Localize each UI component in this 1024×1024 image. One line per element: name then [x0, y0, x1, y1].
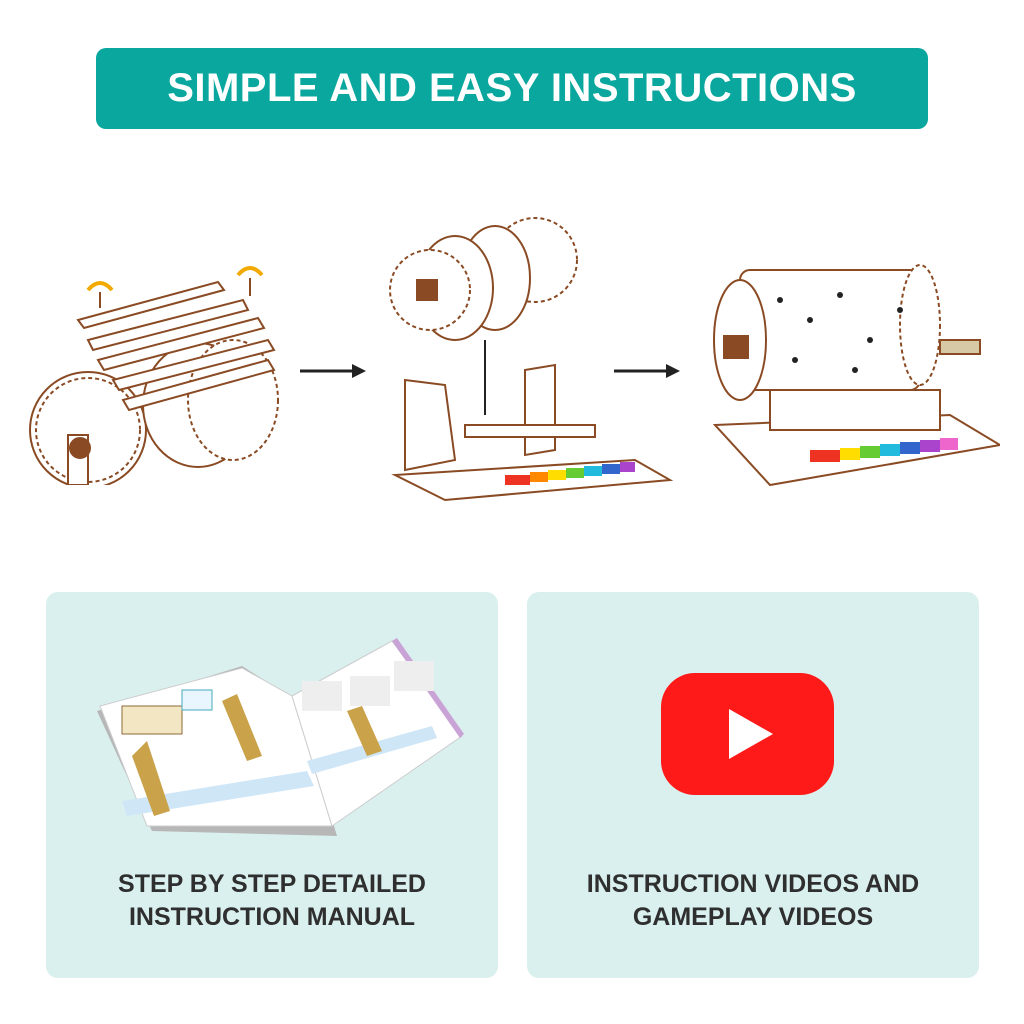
instruction-booklet	[97, 638, 464, 836]
completed-music-box-step-3	[712, 264, 1000, 487]
title-banner: SIMPLE AND EASY INSTRUCTIONS	[96, 48, 928, 129]
youtube-play-icon[interactable]	[661, 673, 834, 795]
page-title: SIMPLE AND EASY INSTRUCTIONS	[167, 66, 857, 110]
right-arrow-icon	[614, 364, 680, 378]
card-label-line-2: GAMEPLAY VIDEOS	[632, 903, 874, 931]
instruction-videos-card: INSTRUCTION VIDEOS AND GAMEPLAY VIDEOS	[527, 592, 979, 978]
card-label: INSTRUCTION VIDEOS AND GAMEPLAY VIDEOS	[527, 868, 979, 934]
gear-assembly-step-1	[29, 266, 279, 485]
instruction-manual-card: STEP BY STEP DETAILED INSTRUCTION MANUAL	[46, 592, 498, 978]
card-label: STEP BY STEP DETAILED INSTRUCTION MANUAL	[46, 868, 498, 934]
drum-assembly-step-2	[389, 217, 674, 502]
card-label-line-1: STEP BY STEP DETAILED	[118, 870, 426, 898]
right-arrow-icon	[300, 364, 366, 378]
card-label-line-1: INSTRUCTION VIDEOS AND	[586, 870, 920, 898]
card-label-line-2: INSTRUCTION MANUAL	[128, 903, 416, 931]
